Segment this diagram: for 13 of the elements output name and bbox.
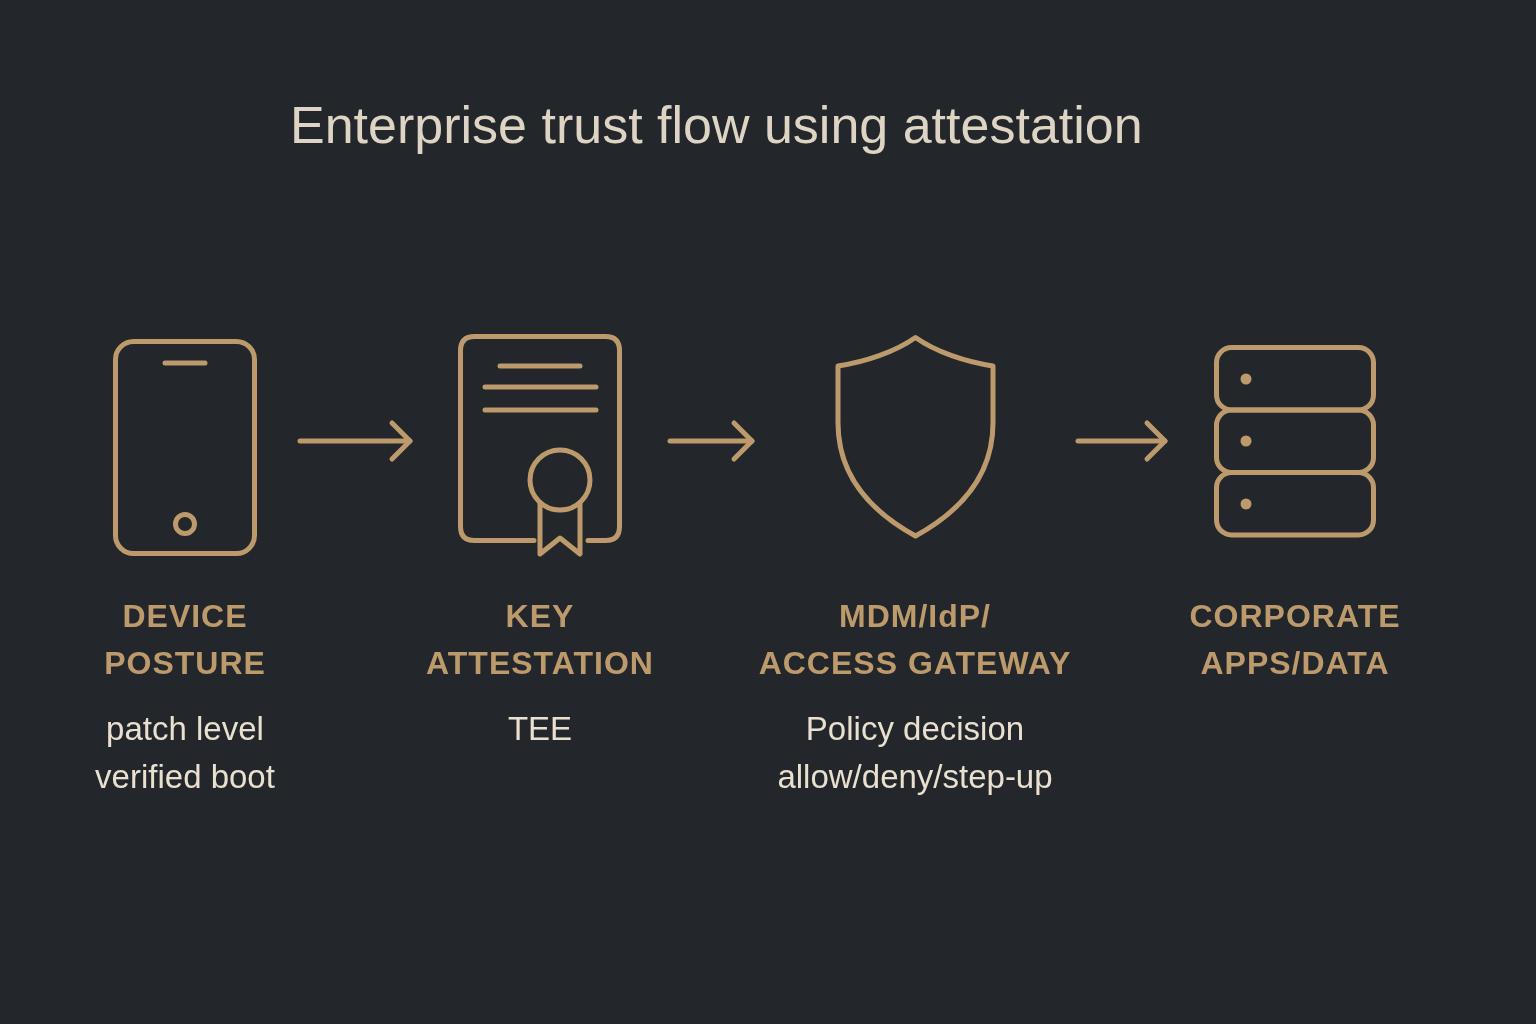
arrow bbox=[1075, 420, 1168, 462]
arrow bbox=[297, 420, 413, 462]
step-title: MDM/IdP/ ACCESS GATEWAY bbox=[757, 597, 1073, 683]
step-detail: Policy decision bbox=[805, 709, 1025, 749]
step-detail: TEE bbox=[507, 709, 573, 749]
step-detail: patch level bbox=[106, 709, 264, 749]
diagram-title: Enterprise trust flow using attestation bbox=[290, 95, 1143, 155]
step-detail: allow/deny/step-up bbox=[777, 757, 1053, 797]
step-detail: verified boot bbox=[95, 757, 275, 797]
step-title: DEVICE POSTURE bbox=[103, 597, 267, 683]
arrow bbox=[667, 420, 755, 462]
step-title: CORPORATE APPS/DATA bbox=[1188, 597, 1402, 683]
step-title: KEY ATTESTATION bbox=[425, 597, 655, 683]
